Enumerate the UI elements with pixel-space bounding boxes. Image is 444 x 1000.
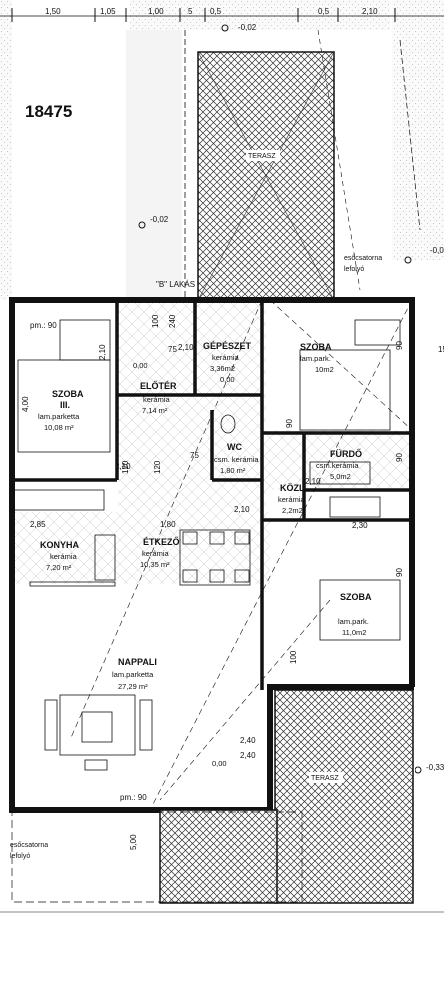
svg-text:2,40: 2,40	[240, 751, 256, 760]
gutter-label-2: esőcsatorna	[10, 842, 48, 849]
room-name-eloter: ELŐTÉR	[140, 380, 177, 391]
neighbor-strip-left	[0, 0, 12, 300]
svg-text:15: 15	[438, 345, 444, 354]
neighbor-strip-top	[130, 0, 390, 30]
room-name-szoba1: SZOBA	[300, 342, 332, 352]
svg-text:5,00: 5,00	[129, 834, 138, 850]
svg-text:90: 90	[285, 419, 294, 428]
room-area-wc: 1,80 m²	[220, 466, 246, 475]
svg-text:0,00: 0,00	[212, 759, 227, 768]
svg-text:120: 120	[121, 460, 130, 474]
lower-terrace: TERASZ	[159, 689, 414, 904]
room-area-furdo: 5,0m2	[330, 472, 351, 481]
living-furniture	[44, 694, 153, 771]
room-floor-szoba1: lam.park.	[300, 354, 331, 363]
room-area-nappali: 27,29 m²	[118, 682, 148, 691]
room-area-szoba3: 10,08 m²	[44, 423, 74, 432]
svg-text:90: 90	[395, 341, 404, 350]
room-floor-konyha: kerámia	[50, 552, 78, 561]
room-name-szoba3: SZOBA	[52, 389, 84, 399]
svg-text:120: 120	[153, 460, 162, 474]
gutter-sub-1: lefolyó	[344, 266, 364, 273]
room-name-wc: WC	[227, 442, 242, 452]
room-floor-gepeszet: kerámia	[212, 353, 240, 362]
room-area-eloter: 7,14 m²	[142, 406, 168, 415]
svg-text:-0,33: -0,33	[426, 763, 444, 772]
svg-text:1,80: 1,80	[160, 520, 176, 529]
upper-terrace: TERASZ	[197, 51, 335, 301]
neighbor-strip-right	[392, 0, 444, 260]
room-area-gepeszet: 3,36m2	[210, 364, 235, 373]
room-area-konyha: 7,20 m²	[46, 563, 72, 572]
svg-text:4,00: 4,00	[21, 396, 30, 412]
pm-label-2: pm.: 90	[120, 793, 147, 802]
room-name-konyha: KONYHA	[40, 540, 80, 550]
room-name-kozl: KÖZL.	[280, 483, 307, 493]
room-labels: SZOBA III. lam.parketta 10,08 m² GÉPÉSZE…	[38, 341, 372, 768]
svg-text:-0,02: -0,02	[430, 246, 444, 255]
room-area-szoba2: 11,0m2	[342, 628, 366, 637]
inner-dimensions: 2,85 1,80 2,30 4,00 2,10 2,10 2,10 2,10 …	[21, 314, 444, 850]
svg-text:100: 100	[151, 314, 160, 328]
svg-text:240: 240	[168, 314, 177, 328]
room-area-kozl: 2,2m2	[282, 506, 303, 515]
dim-top-7: 2,10	[362, 7, 378, 16]
level-markers: -0,02 -0,02 -0,02 -0,33	[138, 23, 444, 774]
gutter-label-1: esőcsatorna	[344, 255, 382, 262]
svg-text:2,30: 2,30	[352, 521, 368, 530]
dim-top-2: 1,05	[100, 7, 116, 16]
dim-top-3: 1,00	[148, 7, 164, 16]
svg-text:2,40: 2,40	[240, 736, 256, 745]
svg-text:-0,02: -0,02	[150, 215, 169, 224]
room-name-nappali: NAPPALI	[118, 657, 157, 667]
kitchen-furniture	[13, 489, 251, 587]
room-floor-furdo: csm.kerámia	[316, 461, 359, 470]
room-name-furdo: FÜRDŐ	[330, 448, 362, 459]
gutter-sub-2: lefolyó	[10, 853, 30, 860]
room-floor-szoba3: lam.parketta	[38, 412, 80, 421]
room-name-gepeszet: GÉPÉSZET	[203, 341, 252, 351]
svg-text:-0,02: -0,02	[238, 23, 257, 32]
room-floor-szoba2: lam.park.	[338, 617, 369, 626]
interior-walls	[12, 300, 412, 690]
svg-text:2,10: 2,10	[305, 477, 321, 486]
dim-top-6: 0,5	[318, 7, 330, 16]
lower-terrace-label: TERASZ	[311, 775, 339, 782]
room-floor-wc: csm. kerámia	[214, 455, 259, 464]
svg-text:90: 90	[395, 453, 404, 462]
svg-text:75: 75	[190, 451, 199, 460]
svg-text:2,10: 2,10	[234, 505, 250, 514]
dim-top-4: 5	[188, 7, 193, 16]
svg-text:2,85: 2,85	[30, 520, 46, 529]
apartment-label: "B" LAKÁS	[156, 280, 195, 289]
plan-id: 18475	[25, 102, 72, 121]
upper-terrace-label: TERASZ	[248, 153, 276, 160]
room-floor-eloter: kerámia	[143, 395, 171, 404]
svg-text:75: 75	[168, 345, 177, 354]
room-floor-etkezo: kerámia	[142, 549, 170, 558]
svg-text:2,10: 2,10	[98, 344, 107, 360]
bedroom-furniture	[17, 319, 401, 641]
bathroom-fixtures	[220, 414, 381, 518]
pm-label-1: pm.: 90	[30, 321, 57, 330]
svg-text:2,10: 2,10	[115, 462, 131, 471]
room-name2-szoba3: III.	[60, 400, 70, 410]
svg-text:0,00: 0,00	[220, 375, 235, 384]
svg-text:2,10: 2,10	[178, 343, 194, 352]
room-name-szoba2: SZOBA	[340, 592, 372, 602]
room-area-etkezo: 10,35 m²	[140, 560, 170, 569]
dim-top-5: 0,5	[210, 7, 222, 16]
room-area-szoba1: 10m2	[315, 365, 334, 374]
room-floor-kozl: kerámia	[278, 495, 306, 504]
room-floor-nappali: lam.parketta	[112, 670, 154, 679]
dim-top-1: 1,50	[45, 7, 61, 16]
top-dimension-line: 1,50 1,05 1,00 5 0,5 0,5 2,10	[0, 7, 444, 22]
svg-text:0,00: 0,00	[133, 361, 148, 370]
svg-text:100: 100	[289, 650, 298, 664]
room-name-etkezo: ÉTKEZŐ	[143, 536, 180, 547]
svg-text:90: 90	[395, 568, 404, 577]
